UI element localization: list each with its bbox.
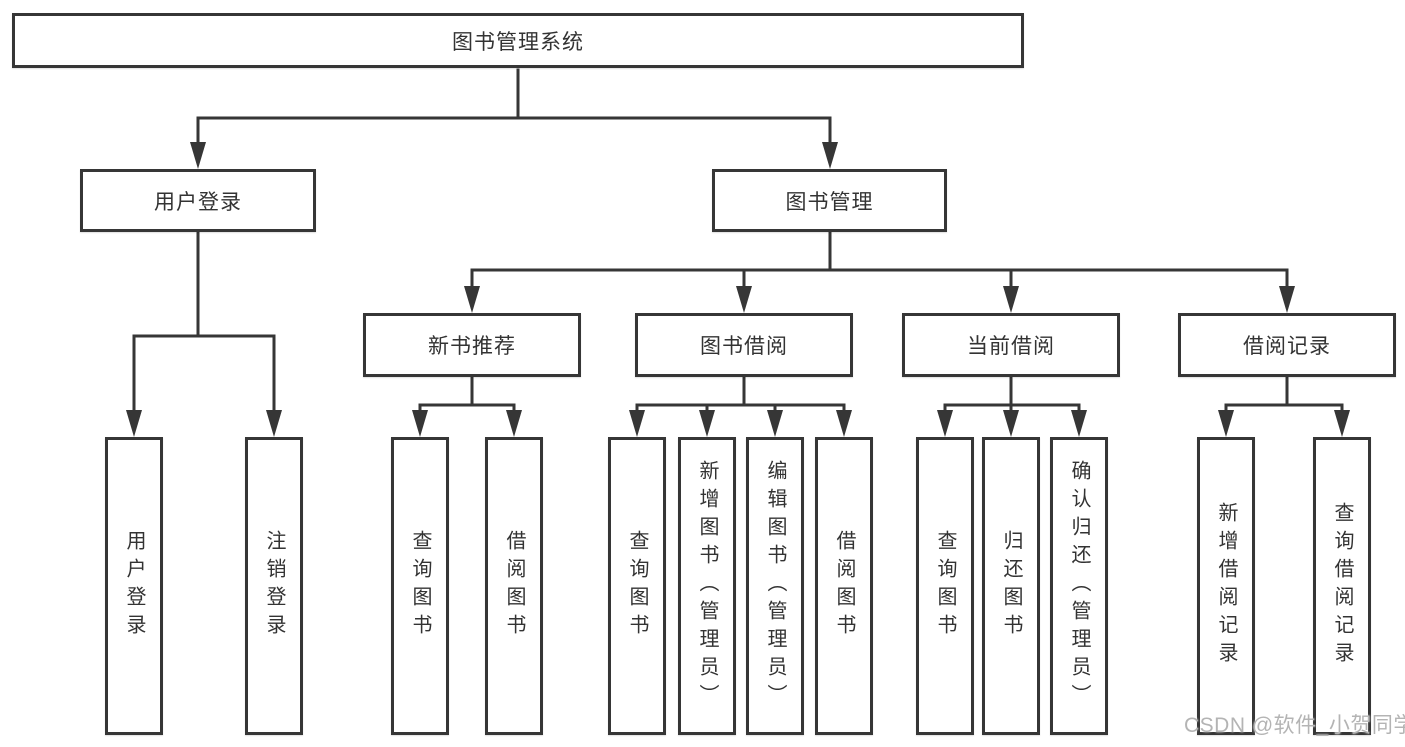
leaf-user-login: 用户登录 bbox=[105, 437, 163, 735]
leaf-logout-login-label: 注销登录 bbox=[263, 530, 285, 642]
leaf-newbook-borrow-book: 借阅图书 bbox=[485, 437, 543, 735]
node-user-login-label: 用户登录 bbox=[154, 190, 242, 214]
leaf-current-query-book: 查询图书 bbox=[916, 437, 974, 735]
node-current-borrow-label: 当前借阅 bbox=[967, 335, 1055, 358]
node-book-management-label: 图书管理 bbox=[785, 190, 874, 214]
leaf-borrow-borrow-book: 借阅图书 bbox=[815, 437, 873, 735]
leaf-newbook-borrow-book-label: 借阅图书 bbox=[503, 530, 525, 642]
watermark: CSDN @软件_小贺同学 bbox=[1184, 714, 1405, 737]
leaf-current-return-book-label: 归还图书 bbox=[1000, 530, 1022, 642]
node-book-borrow-label: 图书借阅 bbox=[700, 335, 788, 358]
leaf-borrow-add-book-admin-label: 新增图书（管理员） bbox=[696, 460, 718, 712]
leaf-record-query-record-label: 查询借阅记录 bbox=[1331, 502, 1353, 670]
leaf-borrow-borrow-book-label: 借阅图书 bbox=[833, 530, 855, 642]
node-root: 图书管理系统 bbox=[12, 13, 1024, 68]
connector-paths bbox=[132, 68, 1344, 416]
node-new-book-recommend: 新书推荐 bbox=[363, 313, 581, 377]
leaf-record-add-record: 新增借阅记录 bbox=[1197, 437, 1255, 735]
leaf-borrow-query-book-label: 查询图书 bbox=[626, 530, 648, 642]
leaf-borrow-query-book: 查询图书 bbox=[608, 437, 666, 735]
leaf-newbook-query-book: 查询图书 bbox=[391, 437, 449, 735]
leaf-user-login-label: 用户登录 bbox=[123, 530, 145, 642]
leaf-current-confirm-return-admin: 确认归还（管理员） bbox=[1050, 437, 1108, 735]
leaf-newbook-query-book-label: 查询图书 bbox=[409, 530, 431, 642]
node-root-label: 图书管理系统 bbox=[452, 30, 584, 54]
node-book-management: 图书管理 bbox=[712, 169, 947, 232]
leaf-borrow-edit-book-admin-label: 编辑图书（管理员） bbox=[764, 460, 786, 712]
node-borrow-record: 借阅记录 bbox=[1178, 313, 1396, 377]
arrowheads bbox=[126, 142, 1350, 437]
leaf-borrow-add-book-admin: 新增图书（管理员） bbox=[678, 437, 736, 735]
leaf-borrow-edit-book-admin: 编辑图书（管理员） bbox=[746, 437, 804, 735]
leaf-logout-login: 注销登录 bbox=[245, 437, 303, 735]
leaf-current-return-book: 归还图书 bbox=[982, 437, 1040, 735]
leaf-record-add-record-label: 新增借阅记录 bbox=[1215, 502, 1237, 670]
leaf-current-query-book-label: 查询图书 bbox=[934, 530, 956, 642]
node-user-login: 用户登录 bbox=[80, 169, 316, 232]
node-new-book-recommend-label: 新书推荐 bbox=[428, 335, 516, 358]
node-current-borrow: 当前借阅 bbox=[902, 313, 1120, 377]
node-borrow-record-label: 借阅记录 bbox=[1243, 335, 1331, 358]
leaf-record-query-record: 查询借阅记录 bbox=[1313, 437, 1371, 735]
node-book-borrow: 图书借阅 bbox=[635, 313, 853, 377]
leaf-current-confirm-return-admin-label: 确认归还（管理员） bbox=[1068, 460, 1090, 712]
